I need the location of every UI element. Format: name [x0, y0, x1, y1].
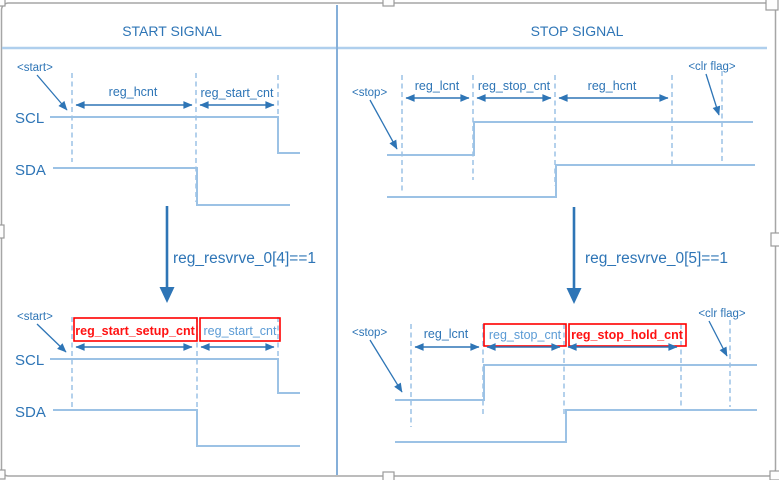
stop-before-panel: <stop> reg_lcnt reg_stop_cnt reg_hcnt <c… [352, 61, 755, 198]
stop-after-panel: <stop> reg_lcnt reg_stop_cnt reg_stop_ho… [352, 308, 757, 443]
start-cnt-interval-label: reg_start_cnt [201, 86, 274, 100]
scl-signal-label: SCL [15, 352, 44, 369]
start-condition-text: reg_resvrve_0[4]==1 [173, 250, 316, 267]
start-pointer-arrow [36, 323, 67, 353]
resize-handle-left-center[interactable] [0, 224, 5, 239]
resize-handle-top-left[interactable] [0, 0, 6, 7]
lcnt-interval-label: reg_lcnt [415, 79, 460, 93]
stop-transition: reg_resvrve_0[5]==1 [566, 207, 728, 304]
stop-pointer-arrow [369, 99, 398, 150]
sda-signal-label: SDA [15, 404, 46, 421]
start-event-label: <start> [17, 311, 53, 323]
clr-flag-pointer-arrow [705, 73, 721, 116]
scl-signal-label: SCL [15, 110, 44, 127]
resize-handle-top-right[interactable] [765, 0, 779, 11]
resize-handle-bottom-center[interactable] [382, 471, 395, 480]
lcnt-interval-label: reg_lcnt [424, 327, 469, 341]
stop-cnt-interval-label: reg_stop_cnt [489, 328, 562, 342]
sda-waveform [53, 409, 300, 447]
transition-arrow-head [159, 287, 175, 303]
stop-event-label: <stop> [352, 87, 387, 99]
start-pointer-arrow [36, 74, 68, 111]
stop-pointer-arrow [369, 339, 403, 393]
resize-handle-top-center[interactable] [382, 0, 395, 7]
sda-signal-label: SDA [15, 162, 46, 179]
stop-signal-title: STOP SIGNAL [531, 23, 624, 39]
resize-handle-bottom-right[interactable] [769, 470, 779, 480]
stop-hold-cnt-interval-label: reg_stop_hold_cnt [571, 328, 684, 342]
start-signal-title: START SIGNAL [122, 23, 222, 39]
clr-flag-label: <clr flag> [688, 61, 736, 73]
scl-waveform [50, 358, 300, 394]
start-transition: reg_resvrve_0[4]==1 [159, 206, 316, 303]
stop-cnt-interval-label: reg_stop_cnt [478, 79, 551, 93]
start-setup-cnt-interval-label: reg_start_setup_cnt [75, 324, 195, 338]
clr-flag-pointer-arrow [708, 320, 728, 357]
start-after-panel: <start> reg_start_setup_cnt reg_start_cn… [15, 311, 300, 447]
stop-event-label: <stop> [352, 327, 387, 339]
transition-arrow-head [566, 288, 582, 304]
scl-waveform [387, 121, 753, 156]
resize-handle-bottom-left[interactable] [0, 469, 6, 480]
start-before-panel: <start> reg_hcnt reg_start_cnt SCL SDA [15, 62, 300, 206]
start-cnt-highlight-box [199, 317, 281, 342]
scl-waveform [50, 116, 300, 154]
stop-condition-text: reg_resvrve_0[5]==1 [585, 250, 728, 267]
hcnt-interval-label: reg_hcnt [588, 79, 637, 93]
sda-waveform [395, 409, 757, 443]
clr-flag-label: <clr flag> [698, 308, 746, 320]
scl-waveform [395, 364, 757, 401]
hcnt-interval-label: reg_hcnt [109, 85, 158, 99]
resize-handle-right-center[interactable] [770, 232, 779, 247]
start-setup-cnt-highlight-box [73, 317, 198, 342]
start-event-label: <start> [17, 62, 53, 74]
start-cnt-interval-label: reg_start_cnt [204, 324, 277, 338]
sda-waveform [387, 164, 755, 198]
sda-waveform [53, 167, 290, 206]
